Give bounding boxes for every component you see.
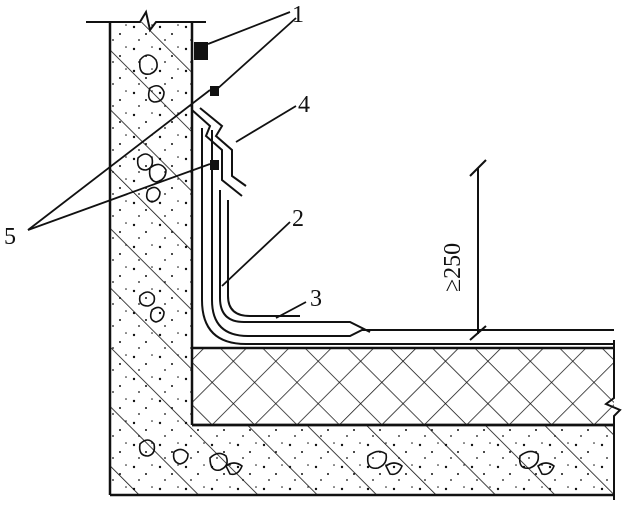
waterproof-membranes: [201, 128, 614, 345]
callout-3: 3: [310, 286, 322, 312]
callout-1: 1: [292, 2, 304, 28]
termination-flashing: [191, 107, 247, 197]
sealant-block: [194, 42, 208, 60]
callout-5: 5: [4, 224, 16, 250]
concrete-wall: [86, 9, 206, 495]
dimension-label: ≥250: [440, 243, 466, 292]
insulation-layer: [192, 340, 622, 500]
fastener-lower: [210, 160, 219, 170]
dimension-line: [469, 159, 487, 341]
callout-4: 4: [298, 92, 310, 118]
aggregate-stones: [136, 54, 555, 476]
fasteners: [194, 42, 219, 170]
leader-lines: [27, 11, 307, 319]
callout-2: 2: [292, 206, 304, 232]
fastener-upper: [210, 86, 219, 96]
